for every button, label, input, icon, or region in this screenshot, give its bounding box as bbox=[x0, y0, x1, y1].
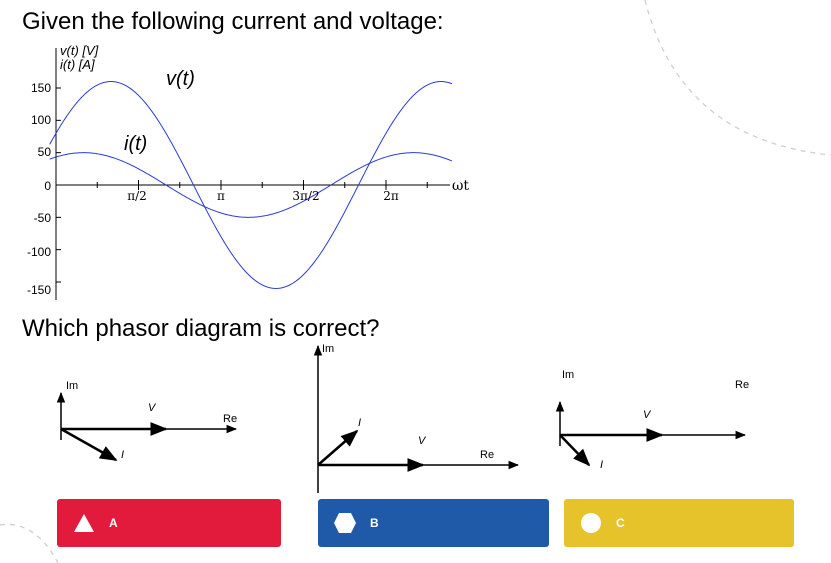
phasor-diagram-c: Im Re V I bbox=[555, 369, 749, 471]
y-axis-label-voltage: v(t) [V] bbox=[60, 43, 99, 58]
triangle-icon bbox=[71, 510, 97, 536]
x-tick-label-pi: π bbox=[217, 189, 225, 203]
answer-label-a: A bbox=[109, 516, 118, 530]
voltage-curve bbox=[49, 81, 453, 289]
x-axis-label: ωt bbox=[452, 178, 469, 194]
y-tick-label: 0 bbox=[44, 179, 51, 193]
question-title: Given the following current and voltage: bbox=[22, 8, 444, 35]
current-phasor bbox=[60, 427, 118, 462]
im-label: Im bbox=[66, 380, 78, 392]
decorative-dashed-arc-bottom-left bbox=[0, 523, 59, 563]
voltage-label: V bbox=[643, 409, 652, 421]
re-label: Re bbox=[223, 413, 237, 425]
graph-curves bbox=[49, 81, 453, 289]
y-tick-label: 50 bbox=[38, 145, 52, 159]
answer-button-b[interactable]: B bbox=[318, 499, 549, 547]
phasor-diagrams: Im Re V I Im Re V I Im Re V I bbox=[56, 343, 749, 493]
answer-button-c[interactable]: C bbox=[564, 499, 794, 547]
answer-button-a[interactable]: A bbox=[57, 499, 281, 547]
current-label: I bbox=[121, 449, 124, 461]
voltage-curve-label: v(t) bbox=[166, 68, 195, 90]
y-tick-label: 100 bbox=[31, 113, 51, 127]
y-tick-label: -150 bbox=[27, 283, 51, 297]
re-label: Re bbox=[735, 379, 749, 391]
current-curve-label: i(t) bbox=[124, 133, 147, 155]
phasor-diagram-b: Im Re V I bbox=[313, 343, 520, 493]
phasor-diagram-a: Im Re V I bbox=[56, 380, 237, 462]
current-phasor bbox=[317, 429, 359, 466]
waveform-graph: v(t) [V] i(t) [A] v(t) i(t) ωt π/2 π 3π/… bbox=[27, 43, 469, 300]
y-tick-label: -50 bbox=[34, 211, 52, 225]
current-label: I bbox=[358, 417, 361, 429]
x-tick-label-two-pi: 2π bbox=[383, 189, 399, 203]
y-tick-label: -100 bbox=[27, 245, 51, 259]
answer-label-b: B bbox=[370, 516, 379, 530]
x-tick-label-pi-half: π/2 bbox=[127, 189, 147, 203]
voltage-label: V bbox=[148, 402, 157, 414]
im-label: Im bbox=[562, 369, 574, 381]
voltage-label: V bbox=[418, 435, 427, 447]
y-axis-label-current: i(t) [A] bbox=[60, 57, 95, 72]
re-label: Re bbox=[480, 449, 494, 461]
im-label: Im bbox=[322, 343, 334, 355]
graph-axes bbox=[55, 48, 450, 300]
y-tick-label: 150 bbox=[31, 81, 51, 95]
question-prompt: Which phasor diagram is correct? bbox=[22, 315, 380, 342]
current-label: I bbox=[600, 459, 603, 471]
current-phasor bbox=[559, 434, 591, 467]
x-tick-label-three-pi-half: 3π/2 bbox=[292, 189, 319, 203]
circle-icon bbox=[578, 510, 604, 536]
hexagon-icon bbox=[332, 510, 358, 536]
current-curve bbox=[49, 152, 453, 218]
answer-label-c: C bbox=[616, 516, 625, 530]
